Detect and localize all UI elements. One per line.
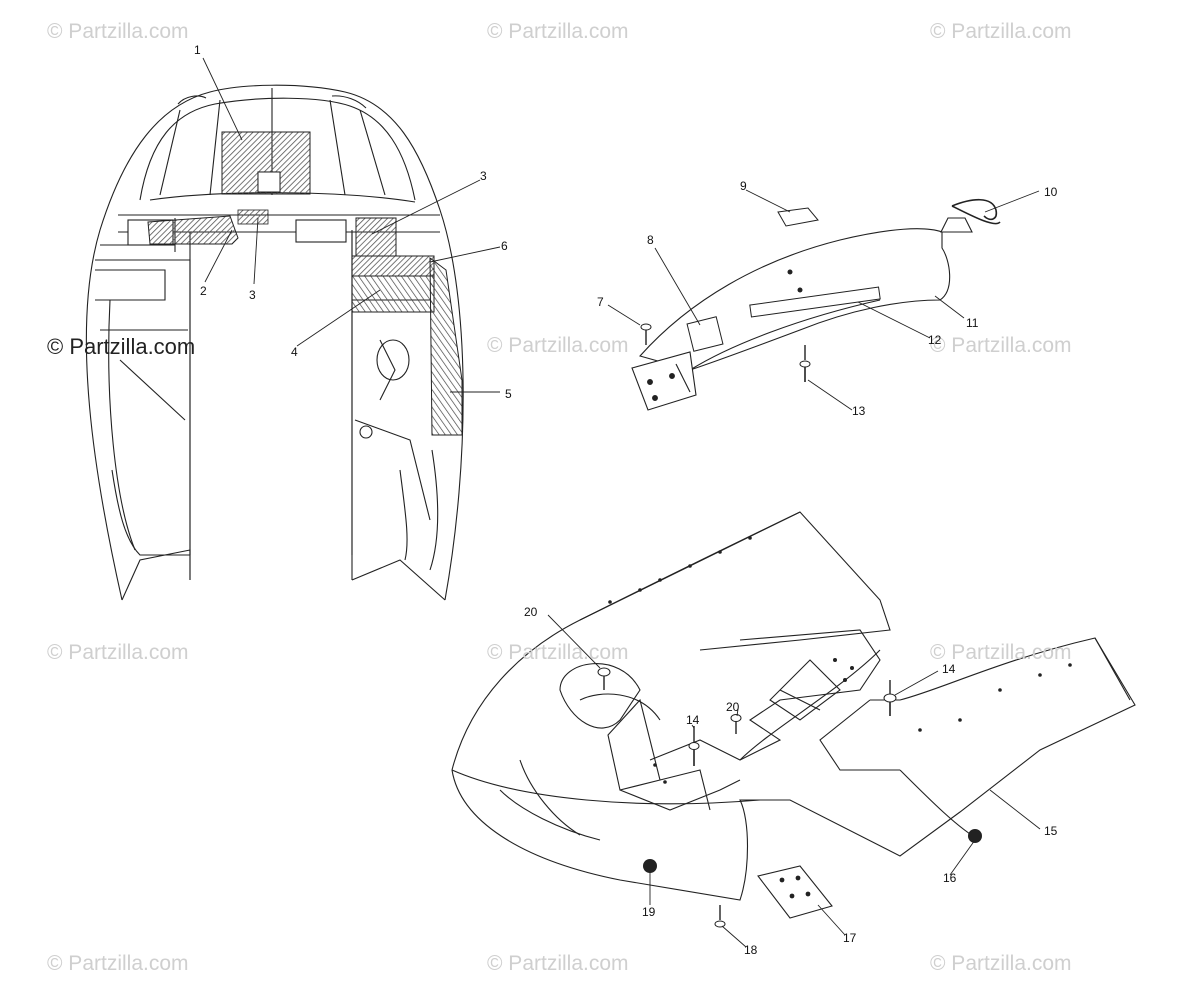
screw-7 (640, 323, 652, 345)
rivet-20-left (597, 667, 611, 690)
screw-13 (799, 345, 811, 382)
watermark: © Partzilla.com (930, 952, 1072, 975)
decal-3-left (237, 209, 269, 225)
callout-14: 14 (942, 662, 956, 676)
callout-4: 4 (291, 345, 298, 359)
watermark: © Partzilla.com (47, 641, 189, 664)
callout-11: 11 (966, 316, 979, 330)
rivet-20-right (730, 714, 742, 734)
decal-2 (147, 215, 239, 245)
strip-12 (749, 286, 881, 318)
callout-13: 13 (852, 404, 866, 418)
watermark: © Partzilla.com (487, 641, 629, 664)
callout-3: 3 (249, 288, 256, 302)
plug-16 (968, 829, 982, 843)
clip-9 (777, 207, 819, 227)
watermark: © Partzilla.com (487, 20, 629, 43)
plug-19 (643, 859, 657, 873)
callout-2: 2 (200, 284, 207, 298)
decal-3-right (355, 217, 397, 257)
watermark: © Partzilla.com (930, 641, 1072, 664)
callout-17: 17 (843, 931, 857, 945)
label-8 (686, 316, 724, 352)
watermark: © Partzilla.com (487, 952, 629, 975)
callout-15: 15 (1044, 824, 1058, 838)
callout-1: 1 (194, 43, 201, 57)
callout-20: 20 (726, 700, 740, 714)
callout-5: 5 (505, 387, 512, 401)
callout-18: 18 (744, 943, 758, 957)
callout-14: 14 (686, 713, 700, 727)
watermark: © Partzilla.com (930, 20, 1072, 43)
watermark: © Partzilla.com (47, 334, 196, 359)
belly-pan-assembly (451, 511, 1136, 901)
watermark: © Partzilla.com (47, 952, 189, 975)
watermark: © Partzilla.com (487, 334, 629, 357)
decal-5 (429, 256, 463, 436)
watermark: © Partzilla.com (47, 20, 189, 43)
callout-3: 3 (480, 169, 487, 183)
screw-18 (714, 905, 726, 928)
plate-17 (757, 865, 833, 919)
callout-9: 9 (740, 179, 747, 193)
wire-10 (951, 198, 1001, 225)
leader-lines (202, 57, 1041, 948)
callout-16: 16 (943, 871, 957, 885)
rivet-14-right (883, 680, 897, 716)
watermark: © Partzilla.com (930, 334, 1072, 357)
callout-20: 20 (524, 605, 538, 619)
belly-pan-holes (608, 536, 1072, 784)
callout-12: 12 (928, 333, 942, 347)
callout-19: 19 (642, 905, 656, 919)
callout-10: 10 (1044, 185, 1058, 199)
decal-6 (351, 255, 435, 277)
callout-8: 8 (647, 233, 654, 247)
callout-6: 6 (501, 239, 508, 253)
rivet-14-left (688, 726, 700, 766)
seat-strap-assembly (631, 217, 973, 411)
callout-7: 7 (597, 295, 604, 309)
decal-4 (351, 275, 435, 313)
